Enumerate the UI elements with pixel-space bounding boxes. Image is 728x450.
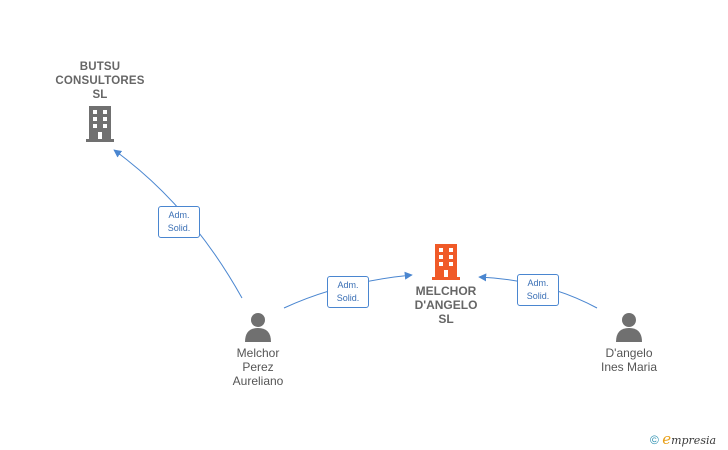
node-perez-label: Melchor Perez Aureliano (232, 346, 284, 388)
edge-label-perez-melchor-sl[interactable]: Adm. Solid. (327, 276, 369, 308)
edge-label-perez-butsu[interactable]: Adm. Solid. (158, 206, 200, 238)
brand-name: mpresia (671, 434, 717, 447)
node-melchor-perez-aureliano[interactable]: Melchor Perez Aureliano (220, 312, 296, 388)
edge-label-ines-melchor-sl[interactable]: Adm. Solid. (517, 274, 559, 306)
person-icon (616, 313, 642, 342)
building-icon (432, 244, 460, 280)
building-icon (86, 106, 114, 142)
node-butsu-consultores[interactable]: BUTSU CONSULTORES SL (50, 60, 150, 142)
node-melchor-sl-label: MELCHOR D'ANGELO SL (414, 284, 478, 326)
brand-initial: e (662, 430, 672, 448)
node-butsu-label: BUTSU CONSULTORES SL (55, 61, 145, 101)
empresia-watermark: © empresia (650, 430, 716, 448)
node-ines-label: D'angelo Ines Maria (600, 346, 658, 374)
copyright-symbol: © (650, 433, 659, 447)
node-melchor-dangelo-sl[interactable]: MELCHOR D'ANGELO SL (400, 244, 492, 326)
node-dangelo-ines-maria[interactable]: D'angelo Ines Maria (586, 312, 672, 374)
person-icon (245, 313, 271, 342)
